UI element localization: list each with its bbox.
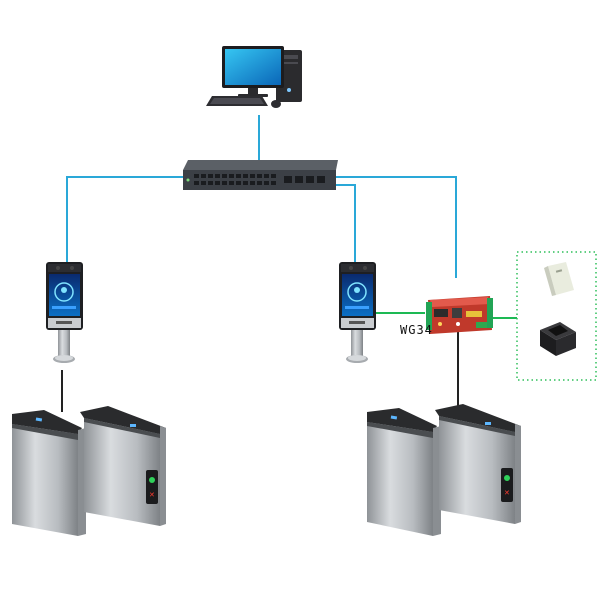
wg34-label: WG34: [400, 323, 433, 337]
connection-lines: [61, 115, 517, 412]
access-control-board-icon: [426, 296, 493, 334]
svg-text:✕: ✕: [504, 489, 510, 497]
card-reader-icon: [544, 262, 574, 296]
turnstile-left-icon: ✕: [12, 406, 166, 536]
line-switch-terminal-right: [334, 184, 356, 262]
network-switch-icon: [183, 160, 338, 190]
face-terminal-left-icon: [46, 262, 83, 363]
line-switch-terminal-left: [66, 176, 183, 262]
svg-text:✕: ✕: [149, 491, 155, 499]
desktop-computer-icon: [206, 46, 302, 108]
turnstile-right-icon: ✕: [367, 404, 521, 536]
qr-reader-icon: [540, 322, 576, 356]
line-switch-controller: [334, 176, 457, 278]
face-terminal-right-icon: [339, 262, 376, 363]
